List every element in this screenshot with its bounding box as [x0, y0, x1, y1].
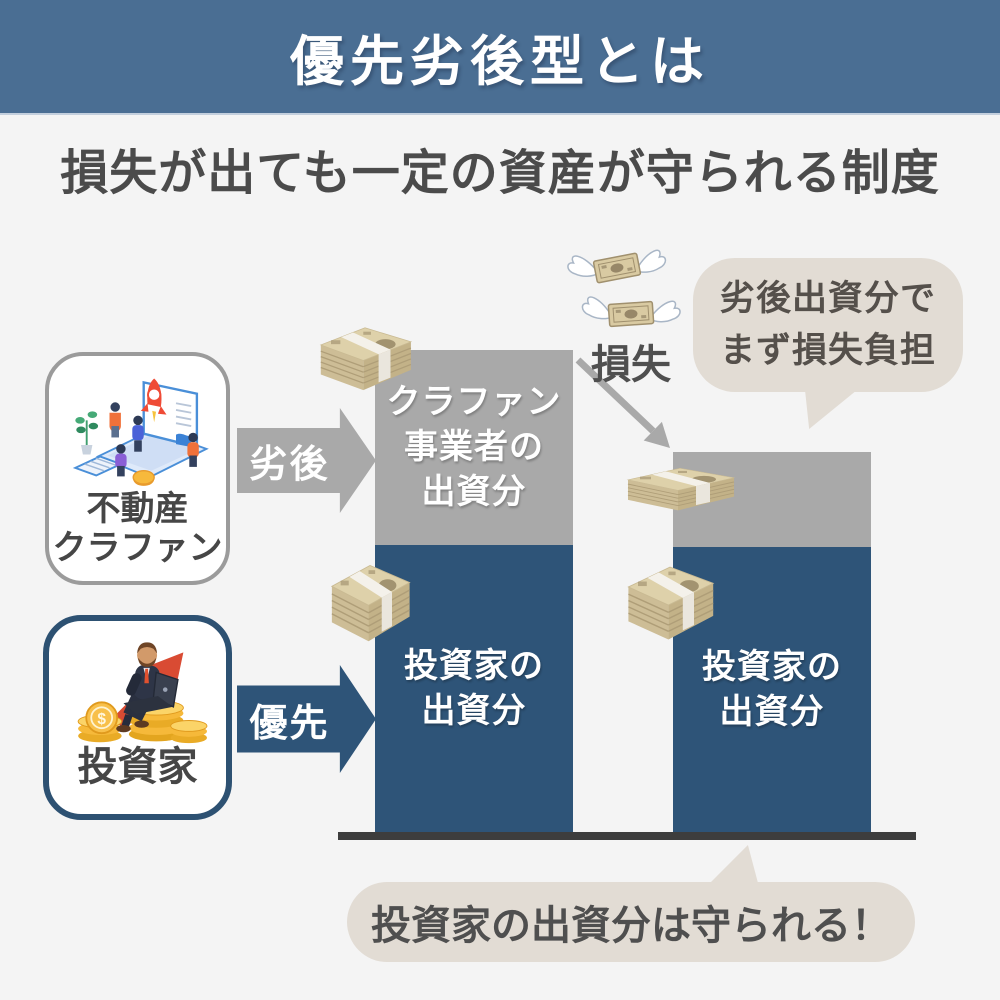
loss-arrow-icon [575, 357, 670, 448]
money-stack-icon [622, 558, 718, 644]
loss-burden-bubble: 劣後出資分で まず損失負担 [693, 258, 963, 429]
investor-label-line2: 出資分 [719, 693, 825, 731]
subordinated-arrow: 劣後 [237, 408, 376, 513]
card-real-estate-crowdfunding: 不動産 クラファン [45, 352, 230, 585]
senior-arrow-label: 優先 [249, 702, 330, 745]
bubble-tail [710, 845, 758, 883]
bubble-line2: まず損失負担 [719, 331, 936, 370]
investor-label-line1: 投資家の [702, 648, 842, 687]
subtitle: 損失が出ても一定の資産が守られる制度 [60, 147, 940, 200]
crowdfunding-illustration-icon [62, 364, 214, 490]
investor-protected-bubble: 投資家の出資分は守られる！ [347, 845, 915, 962]
bar-left: クラファン 事業者の 出資分 投資家の 出資分 [375, 350, 573, 833]
money-stack-icon [620, 463, 740, 513]
senior-arrow: 優先 [237, 665, 376, 773]
card-label-line1: 不動産 [86, 490, 189, 528]
page-title: 優先劣後型とは [290, 32, 710, 92]
subordinated-arrow-label: 劣後 [249, 444, 330, 486]
investor-illustration-icon [59, 627, 217, 745]
bubble-text: 投資家の出資分は守られる！ [371, 904, 891, 948]
bubble-tail [805, 390, 857, 429]
bar-left-operator-segment: クラファン 事業者の 出資分 [375, 350, 573, 545]
card-label: 投資家 [77, 745, 198, 789]
investor-label-line1: 投資家の [404, 647, 544, 686]
money-stack-icon [326, 556, 414, 646]
operator-label-line1: クラファン [386, 383, 562, 422]
investor-label-line2: 出資分 [421, 692, 527, 730]
card-label-line2: クラファン [52, 528, 223, 567]
operator-label-line3: 出資分 [421, 472, 527, 511]
bubble-line1: 劣後出資分で [719, 278, 936, 318]
header-banner: 優先劣後型とは [0, 0, 1000, 115]
ground-line [338, 832, 916, 840]
money-stack-icon [314, 320, 416, 394]
card-label: 不動産 クラファン [53, 490, 223, 568]
loss-label: 損失 [591, 343, 671, 387]
operator-label-line2: 事業者の [404, 428, 544, 467]
card-investor: 投資家 [43, 615, 232, 820]
